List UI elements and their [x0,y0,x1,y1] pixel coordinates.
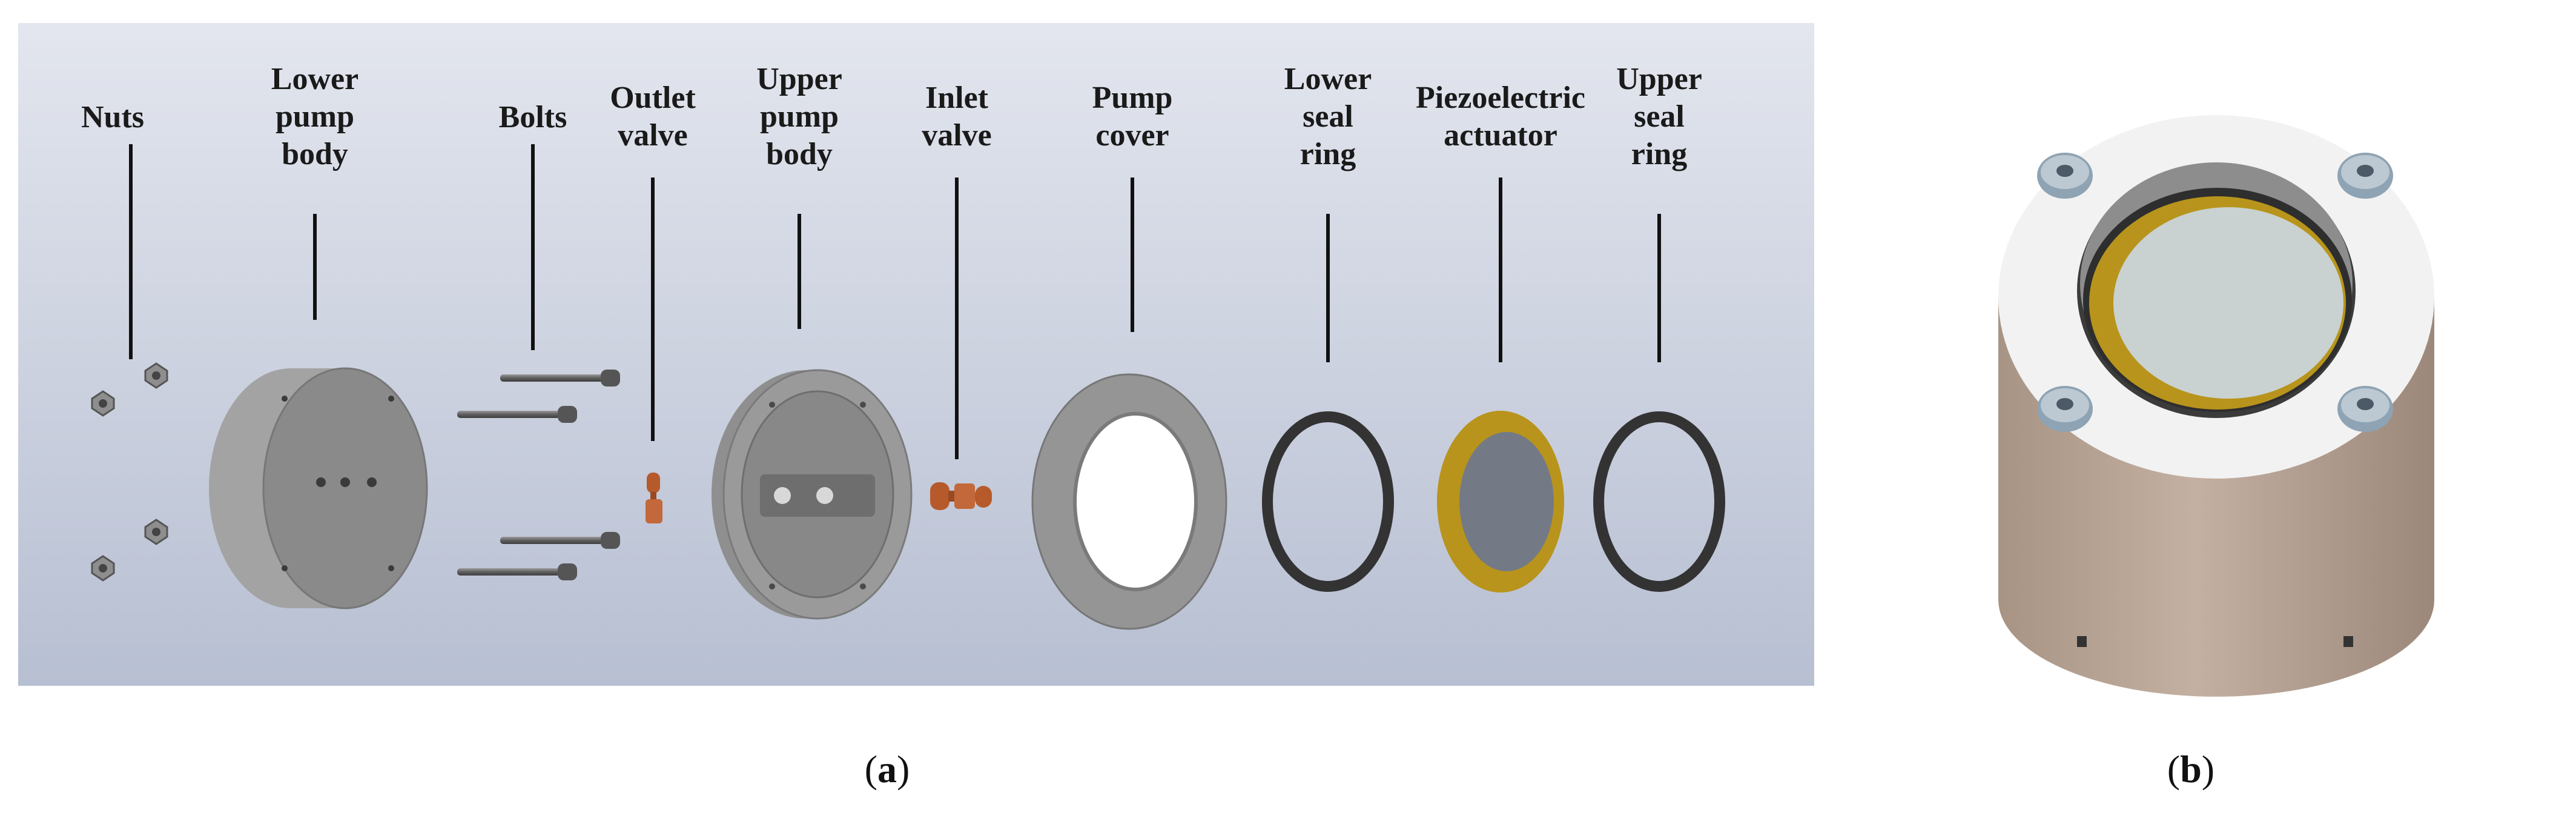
label-lower-pump-body: Lower pump body [271,62,359,171]
label-lower-seal-ring: Lower seal ring [1284,62,1372,171]
nut [144,519,168,545]
label-bolts: Bolts [498,100,567,134]
label-upper-pump-body: Upper pump body [756,62,842,171]
label-nuts: Nuts [81,100,145,134]
pump-foot [2343,636,2353,647]
bolt [457,563,577,580]
bolt-heads [2037,153,2393,432]
nut [144,362,168,389]
leader-lines [129,144,1661,459]
exploded-view-panel: Nuts Lower pump body Bolts Outlet valve … [18,23,1814,686]
lower-pump-body-part [209,367,428,609]
label-pump-cover: Pump cover [1092,81,1173,153]
outlet-valve-part [646,473,662,523]
piezo-ceramic-disc [2113,207,2343,399]
caption-b: (b) [2167,748,2215,791]
bolts-group [457,370,620,580]
caption-a: (a) [864,748,910,791]
pump-foot [2077,636,2087,647]
assembled-pump-drawing [1998,115,2434,697]
upper-seal-ring-part [1593,411,1725,592]
bolt-head [2337,153,2393,199]
label-outlet-valve: Outlet valve [610,81,696,153]
nut [91,555,115,582]
label-upper-seal-ring: Upper seal ring [1616,62,1702,171]
exploded-view-drawing [18,23,1814,686]
inlet-valve-part [930,482,992,510]
bolt [500,532,620,549]
label-inlet-valve: Inlet valve [922,81,992,153]
bolt [457,406,577,423]
bolt-head [2037,386,2093,432]
pump-cover-part [1031,373,1227,630]
nuts-group [91,362,168,582]
lower-seal-ring-part [1262,411,1394,592]
assembled-pump-panel [1980,91,2452,703]
piezoelectric-actuator-part [1437,411,1564,592]
caption-b-letter: b [2180,748,2202,791]
nut [91,390,115,417]
label-piezoelectric-actuator: Piezoelectric actuator [1416,81,1585,153]
bolt [500,370,620,387]
bolt-head [2037,153,2093,199]
bolt-head [2337,386,2393,432]
upper-pump-body-part [712,369,913,620]
caption-a-letter: a [877,748,897,791]
